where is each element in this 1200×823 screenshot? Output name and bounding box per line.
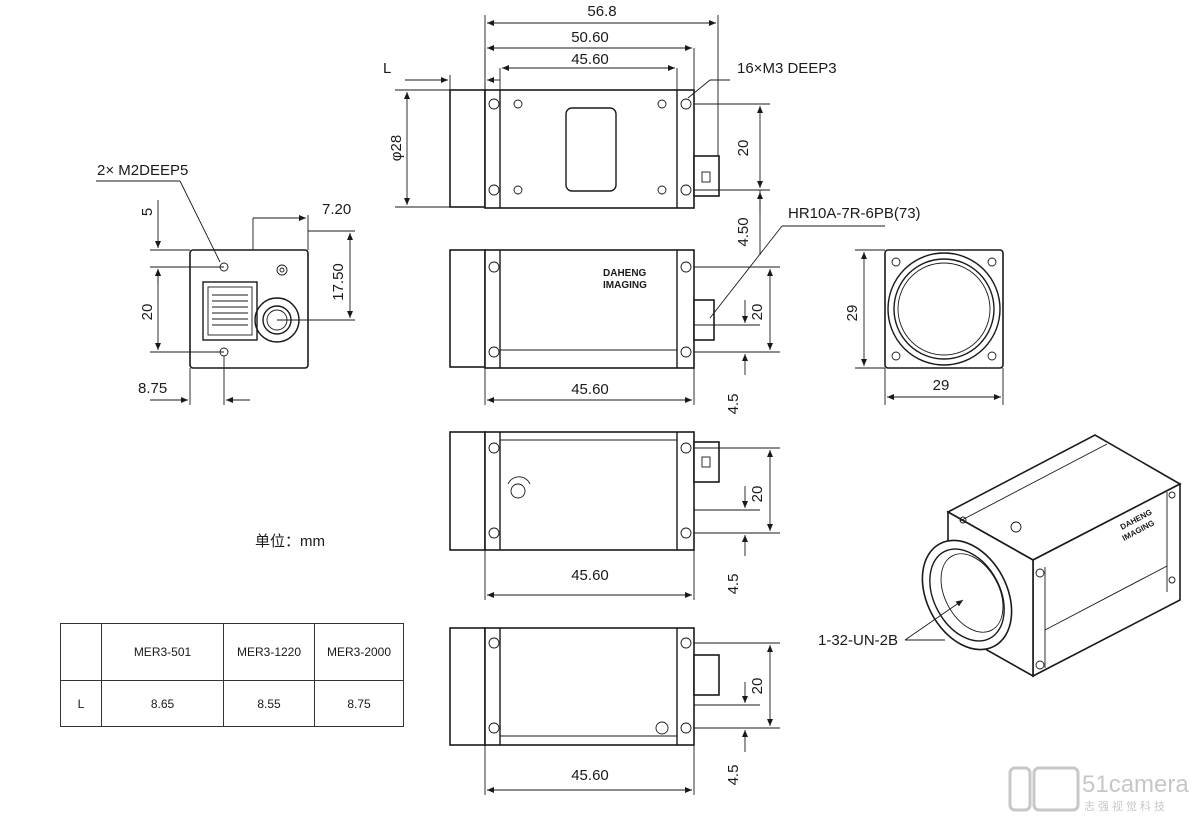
callout-lens-mount: 1-32-UN-2B — [818, 632, 898, 649]
top-view: 56.8 50.60 45.60 L φ28 20 4.50 16×M3 DEE… — [383, 3, 837, 255]
logo-line1: DAHENG — [603, 268, 647, 279]
watermark-tagline: 志强视觉科技 — [1084, 799, 1168, 813]
dim-mid-45: 4.5 — [725, 394, 742, 415]
dim-low-20: 20 — [749, 486, 766, 503]
watermark-mark-icon — [1008, 766, 1032, 812]
dim-dia28: φ28 — [388, 135, 405, 161]
side-view-3: 20 4.5 45.60 — [449, 627, 780, 795]
iso-view: DAHENG IMAGING 1-32-UN-2B — [818, 434, 1182, 678]
watermark-brand: 51camera — [1082, 771, 1189, 798]
spec-value-mer3-1220: 8.55 — [223, 680, 315, 727]
dim-top-450: 4.50 — [735, 217, 752, 246]
spec-header-empty — [60, 623, 102, 681]
front-view: 29 29 — [844, 249, 1004, 405]
spec-value-row: L 8.65 8.55 8.75 — [60, 680, 404, 727]
units-label: 单位：mm — [255, 533, 325, 550]
back-view: 5 7.20 17.50 20 8.75 2× M2DEEP5 — [96, 162, 355, 405]
spec-value-mer3-501: 8.65 — [101, 680, 224, 727]
spec-header-mer3-1220: MER3-1220 — [223, 623, 315, 681]
dim-back-720: 7.20 — [322, 201, 351, 218]
dim-total-length: 56.8 — [587, 3, 616, 20]
callout-connector: HR10A-7R-6PB(73) — [788, 205, 921, 222]
dim-mid-20: 20 — [749, 304, 766, 321]
dim-bot-45: 4.5 — [725, 765, 742, 786]
dim-length-45: 45.60 — [571, 51, 609, 68]
dim-length-50: 50.60 — [571, 29, 609, 46]
spec-header-mer3-2000: MER3-2000 — [314, 623, 404, 681]
dim-back-20: 20 — [139, 304, 156, 321]
dim-mid-width: 45.60 — [571, 381, 609, 398]
spec-value-mer3-2000: 8.75 — [314, 680, 404, 727]
dim-bot-width: 45.60 — [571, 767, 609, 784]
spec-header-mer3-501: MER3-501 — [101, 623, 224, 681]
dim-top-20: 20 — [735, 140, 752, 157]
watermark-logo: 51camera 志强视觉科技 — [1008, 766, 1189, 813]
spec-row-label: L — [60, 680, 102, 727]
side-view-logo: DAHENG IMAGING 20 4.5 45.60 HR10A-7R-6PB… — [449, 205, 921, 415]
callout-m3-holes: 16×M3 DEEP3 — [737, 60, 837, 77]
logo-line2: IMAGING — [603, 280, 647, 291]
dim-bot-20: 20 — [749, 678, 766, 695]
dim-low-45: 4.5 — [725, 574, 742, 595]
dim-L: L — [383, 60, 391, 77]
spec-table: MER3-501 MER3-1220 MER3-2000 L 8.65 8.55… — [60, 623, 404, 727]
dim-back-1750: 17.50 — [330, 263, 347, 301]
dim-back-875: 8.75 — [138, 380, 167, 397]
spec-header-row: MER3-501 MER3-1220 MER3-2000 — [60, 623, 404, 681]
callout-m2-holes: 2× M2DEEP5 — [97, 162, 188, 179]
dim-back-5: 5 — [139, 208, 156, 216]
dim-low-width: 45.60 — [571, 567, 609, 584]
side-view-2: 20 4.5 45.60 — [449, 431, 780, 600]
dim-front-29h: 29 — [844, 305, 861, 322]
dim-front-29w: 29 — [933, 377, 950, 394]
